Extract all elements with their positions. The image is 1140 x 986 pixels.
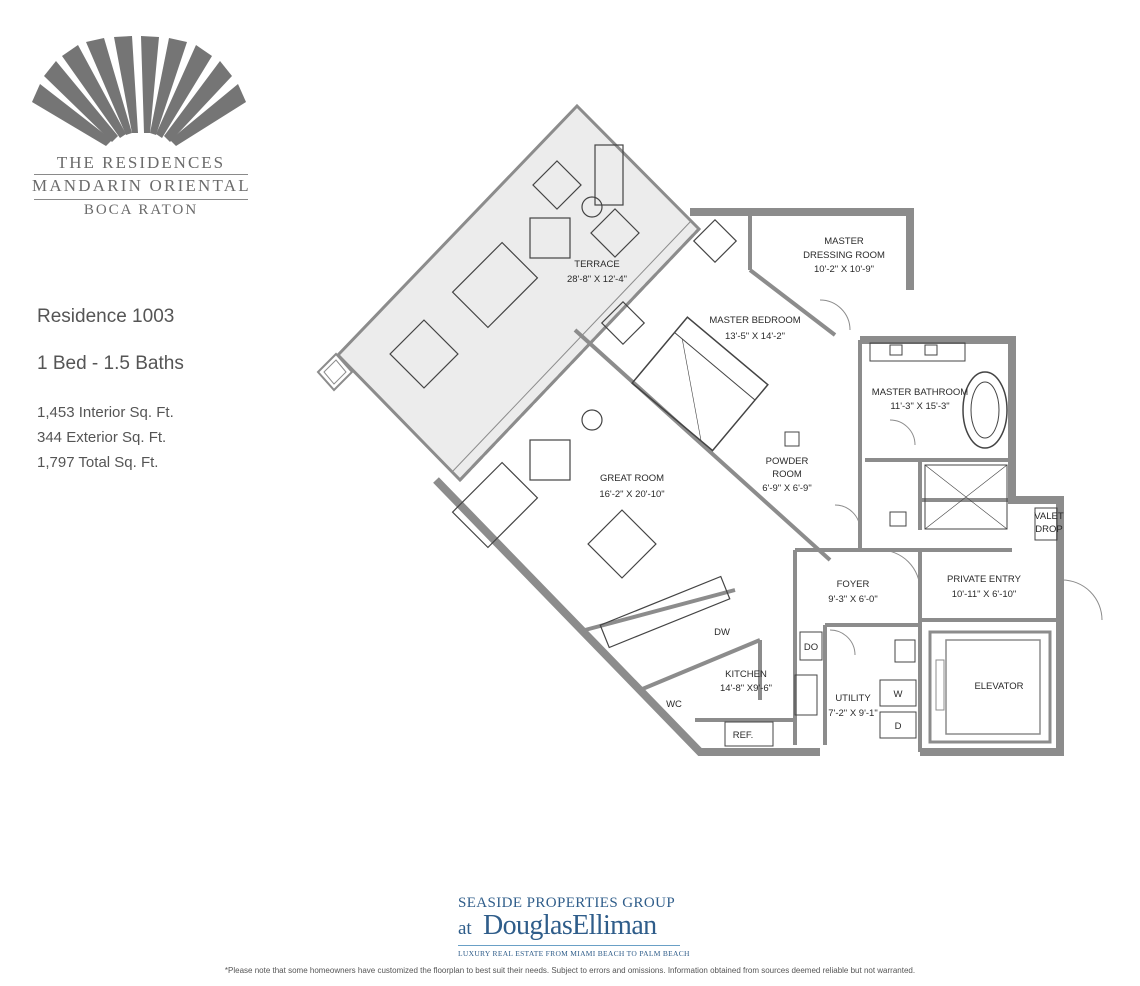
powder-room-label-2: ROOM (772, 469, 802, 480)
toilet-icon (889, 511, 907, 527)
footer-group-name: SEASIDE PROPERTIES GROUP (458, 895, 676, 911)
disclaimer: *Please note that some homeowners have c… (224, 966, 916, 975)
great-room-label: GREAT ROOM (600, 473, 664, 484)
valet-label-2: DROP (1035, 524, 1062, 535)
vanity-icon (869, 342, 966, 362)
foyer-label: FOYER (837, 579, 870, 590)
private-entry-dim: 10'-11" X 6'-10" (952, 589, 1017, 600)
dressing-room-label-1: MASTER (824, 236, 864, 247)
foyer-dim: 9'-3" X 6'-0" (828, 594, 877, 605)
planter-icon (316, 352, 354, 392)
master-bathroom-dim: 11'-3" X 15'-3" (890, 401, 949, 412)
fan-logo (32, 36, 246, 146)
kitchen-dim: 14'-8" X9'-6" (720, 683, 772, 694)
bathtub-icon (962, 371, 1008, 449)
brand-divider (34, 199, 248, 200)
shower-icon (924, 464, 1008, 530)
floor-plan: TERRACE 28'-8" X 12'-4" GREAT ROOM 16'-2… (316, 103, 1103, 756)
dishwasher-label: DW (714, 627, 730, 638)
utility-label: UTILITY (835, 693, 871, 704)
wall (433, 477, 820, 756)
terrace-label: TERRACE (574, 259, 619, 270)
master-bedroom-label: MASTER BEDROOM (709, 315, 800, 326)
dining-table-icon (389, 319, 459, 389)
utility-dim: 7'-2" X 9'-1" (828, 708, 877, 719)
master-bathroom-label: MASTER BATHROOM (872, 387, 968, 398)
brand-divider (34, 174, 248, 175)
wall (690, 208, 914, 290)
terrace-area (335, 103, 702, 483)
beds-baths: 1 Bed - 1.5 Baths (37, 353, 184, 374)
dryer-label: D (895, 721, 902, 732)
great-room-dim: 16'-2" X 20'-10" (599, 489, 664, 500)
refrigerator-label: REF. (733, 730, 754, 741)
wall (573, 328, 832, 562)
master-bedroom-dim: 13'-5" X 14'-2" (725, 331, 785, 342)
terrace-table-icon (529, 217, 571, 259)
double-oven-label: DO (804, 642, 818, 653)
kitchen-label: KITCHEN (725, 669, 767, 680)
brand-line-1: THE RESIDENCES (56, 153, 226, 172)
private-entry-label: PRIVATE ENTRY (947, 574, 1022, 585)
powder-room-dim: 6'-9" X 6'-9" (762, 483, 811, 494)
interior-sqft: 1,453 Interior Sq. Ft. (37, 404, 174, 421)
footer-at: at (458, 918, 472, 939)
dressing-room-dim: 10'-2" X 10'-9" (814, 264, 874, 275)
wall (920, 620, 1064, 756)
brand-line-3: BOCA RATON (83, 202, 199, 218)
washer-label: W (894, 689, 903, 700)
terrace-dim: 28'-8" X 12'-4" (567, 274, 627, 285)
footer-company-logo: DouglasElliman (483, 910, 657, 941)
elevator-shaft (928, 630, 1052, 744)
exterior-sqft: 344 Exterior Sq. Ft. (37, 429, 167, 446)
footer-tagline: LUXURY REAL ESTATE FROM MIAMI BEACH TO P… (458, 949, 690, 958)
elevator-label: ELEVATOR (974, 681, 1023, 692)
great-room-dining-icon (587, 509, 657, 579)
dressing-room-label-2: DRESSING ROOM (803, 250, 885, 261)
wine-cooler-label: WC (666, 699, 682, 710)
residence-title: Residence 1003 (37, 306, 175, 327)
total-sqft: 1,797 Total Sq. Ft. (37, 454, 159, 471)
bed-icon (631, 316, 769, 452)
brand-line-2: MANDARIN ORIENTAL (32, 176, 251, 195)
valet-label-1: VALET (1034, 511, 1064, 522)
powder-room-label-1: POWDER (766, 456, 809, 467)
footer-divider (458, 945, 680, 946)
